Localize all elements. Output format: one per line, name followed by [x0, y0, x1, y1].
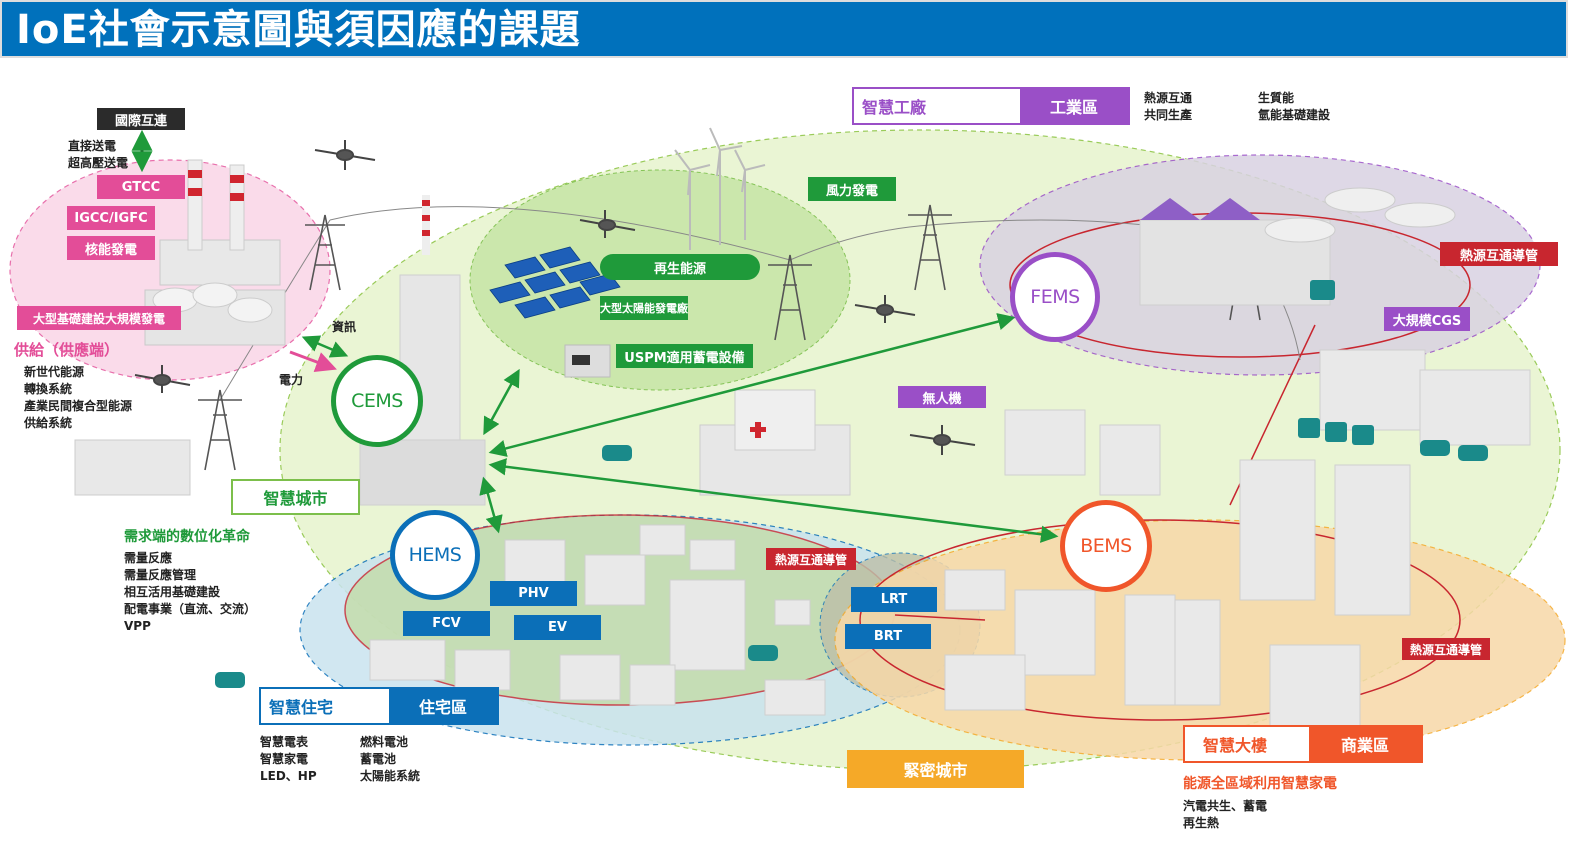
fcv-box: FCV [403, 611, 490, 636]
residential-zone-title: 住宅區 [389, 689, 497, 723]
residential-item: 太陽能系統 [360, 769, 421, 783]
demand-items-list: 需量反應 需量反應管理 相互活用基礎建設 配電事業（直流、交流） VPP [124, 550, 256, 635]
smart-home-title: 智慧住宅 [261, 689, 389, 723]
wind-power-box: 風力發電 [808, 177, 896, 201]
supply-items-list: 新世代能源 轉換系統 產業民間複合型能源 供給系統 [24, 364, 132, 432]
lrt-box: LRT [851, 587, 937, 612]
smart-city-box: 智慧城市 [231, 479, 360, 515]
smart-building-label: 智慧大樓 商業區 [1183, 725, 1423, 763]
power-label: 電力 [279, 373, 304, 387]
ev-box: EV [514, 615, 601, 640]
igcc-box: IGCC/IGFC [67, 206, 155, 230]
supply-item: 供給系統 [24, 416, 73, 430]
hems-circle: HEMS [390, 510, 480, 600]
residential-item: LED、HP [260, 769, 317, 783]
factory-items-a: 熱源互通 共同生產 [1144, 90, 1192, 124]
phv-box: PHV [490, 581, 577, 606]
residential-heat-pipe-box: 熱源互通導管 [766, 548, 856, 570]
info-label: 資訊 [332, 320, 357, 334]
title-bar: IoE社會示意圖與須因應的課題 [0, 0, 1568, 58]
residential-item: 智慧電表 [260, 735, 309, 749]
demand-item: 需量反應 [124, 551, 173, 565]
factory-heat-pipe-box: 熱源互通導管 [1440, 242, 1558, 266]
factory-item: 熱源互通 [1144, 91, 1193, 105]
demand-item: VPP [124, 619, 151, 633]
residential-items-b: 燃料電池 蓄電池 太陽能系統 [360, 734, 420, 785]
commercial-item: 再生熱 [1183, 816, 1220, 830]
residential-items-a: 智慧電表 智慧家電 LED、HP [260, 734, 317, 785]
commercial-items-list: 汽電共生、蓄電 再生熱 [1183, 798, 1267, 832]
supply-item: 新世代能源 [24, 365, 85, 379]
smart-home-label: 智慧住宅 住宅區 [259, 687, 499, 725]
commercial-zone-title: 商業區 [1309, 727, 1421, 761]
bems-circle: BEMS [1060, 500, 1152, 592]
commercial-subtitle: 能源全區域利用智慧家電 [1183, 776, 1337, 792]
large-scale-generation-box: 大型基礎建設大規模發電 [17, 306, 181, 330]
smart-factory-title: 智慧工廠 [854, 89, 1020, 123]
residential-item: 智慧家電 [260, 752, 309, 766]
nuclear-box: 核能發電 [67, 236, 155, 260]
drone-box: 無人機 [898, 386, 986, 408]
factory-item: 氫能基礎建設 [1258, 108, 1331, 122]
solar-plant-box: 大型太陽能發電廠 [600, 296, 688, 320]
smart-factory-label: 智慧工廠 工業區 [852, 87, 1130, 125]
gtcc-box: GTCC [97, 175, 185, 199]
fems-circle: FEMS [1010, 252, 1100, 342]
factory-item: 生質能 [1258, 91, 1295, 105]
demand-title: 需求端的數位化革命 [124, 529, 250, 545]
industrial-zone-title: 工業區 [1020, 89, 1128, 123]
residential-item: 燃料電池 [360, 735, 409, 749]
page-title: IoE社會示意圖與須因應的課題 [16, 7, 581, 53]
commercial-item: 汽電共生、蓄電 [1183, 799, 1268, 813]
demand-item: 需量反應管理 [124, 568, 197, 582]
demand-item: 配電事業（直流、交流） [124, 602, 257, 616]
brt-box: BRT [845, 624, 931, 649]
factory-item: 共同生產 [1144, 108, 1193, 122]
direct-lines-list: 直接送電 超高壓送電 [68, 138, 128, 172]
direct-line-item: 直接送電 [68, 139, 117, 153]
residential-item: 蓄電池 [360, 752, 397, 766]
renewable-energy-box: 再生能源 [600, 254, 760, 280]
uspm-storage-box: USPM適用蓄電設備 [616, 344, 753, 368]
direct-line-item: 超高壓送電 [68, 156, 129, 170]
factory-items-b: 生質能 氫能基礎建設 [1258, 90, 1330, 124]
supply-item: 產業民間複合型能源 [24, 399, 133, 413]
smart-building-title: 智慧大樓 [1185, 727, 1309, 761]
large-cgs-box: 大規模CGS [1384, 307, 1470, 331]
supply-item: 轉換系統 [24, 382, 73, 396]
cems-circle: CEMS [331, 355, 423, 447]
supply-title: 供給（供應端） [14, 341, 120, 359]
demand-item: 相互活用基礎建設 [124, 585, 221, 599]
compact-city-box: 緊密城市 [847, 750, 1024, 788]
international-interconnect-box: 國際互連 [97, 108, 185, 130]
commercial-heat-pipe-box: 熱源互通導管 [1402, 638, 1490, 660]
